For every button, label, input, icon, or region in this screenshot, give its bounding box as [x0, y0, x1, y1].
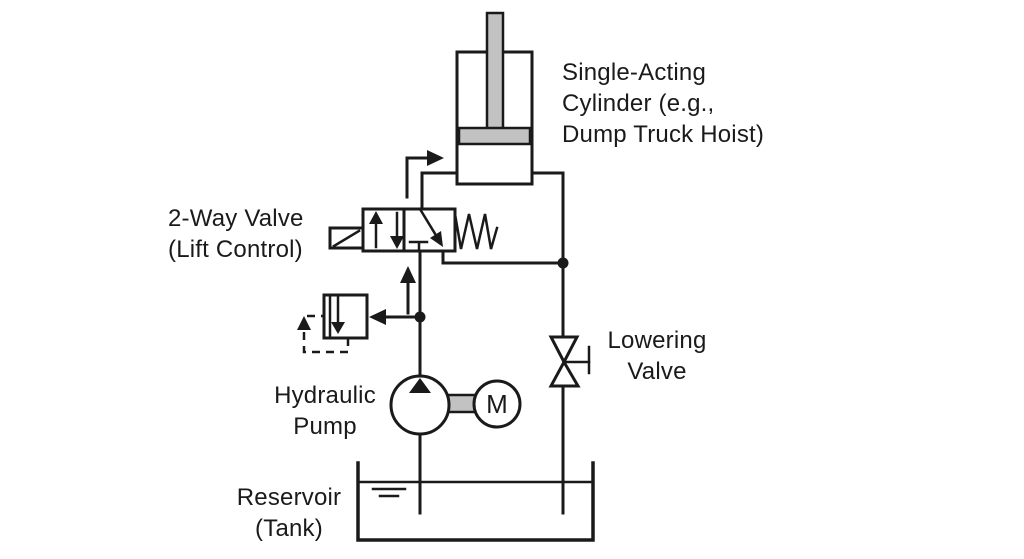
flow-annotations [400, 150, 444, 315]
pump-flow-triangle-icon [409, 378, 431, 393]
pipe-cylinder-to-lowering-valve [530, 171, 565, 339]
junction-dot [557, 257, 569, 269]
pipe-valve-to-cylinder [420, 171, 459, 211]
drive-shaft [446, 393, 478, 414]
pump-label: Hydraulic Pump [274, 382, 376, 440]
valve-upper-triangle [548, 335, 580, 366]
down-arrow-icon [390, 236, 404, 249]
cylinder-label: Single-Acting Cylinder (e.g., Dump Truck… [562, 59, 765, 148]
pipe-valve-output [441, 249, 565, 265]
relief-valve-symbol [297, 293, 369, 354]
pilot-line [302, 329, 350, 354]
hydraulic-pump-symbol [389, 374, 451, 436]
motor-symbol [472, 379, 522, 429]
flow-arrow-right-icon [427, 150, 444, 166]
up-arrow-icon [369, 211, 383, 224]
tank-walls [356, 461, 595, 542]
diagonal-arrow-icon [430, 231, 443, 247]
down-arrow-icon [331, 322, 345, 334]
valve-diagonal-shaft [418, 207, 439, 239]
piston [457, 126, 532, 146]
valve-lower-triangle [548, 358, 581, 388]
pump-motor-group [389, 374, 522, 436]
two-way-valve-label: 2-Way Valve (Lift Control) [168, 205, 304, 263]
lowering-valve-label: Lowering Valve [607, 327, 707, 385]
lowering-valve-symbol [548, 335, 591, 388]
single-acting-cylinder-symbol [455, 11, 534, 186]
flow-arrow-left-icon [369, 309, 386, 325]
reservoir-symbol [356, 461, 595, 542]
junction-dot [414, 311, 426, 323]
pilot-up-arrow-icon [297, 316, 311, 330]
flow-arrow-to-cylinder [405, 156, 431, 199]
spring-icon [453, 212, 499, 250]
reservoir-label: Reservoir (Tank) [236, 484, 342, 542]
motor-letter: M [486, 389, 508, 419]
lever-diagonal [332, 229, 361, 248]
two-way-valve-symbol [328, 207, 499, 253]
pipe-lines [369, 171, 569, 515]
flow-arrow-up-icon [400, 266, 416, 283]
piston-rod [485, 11, 505, 131]
